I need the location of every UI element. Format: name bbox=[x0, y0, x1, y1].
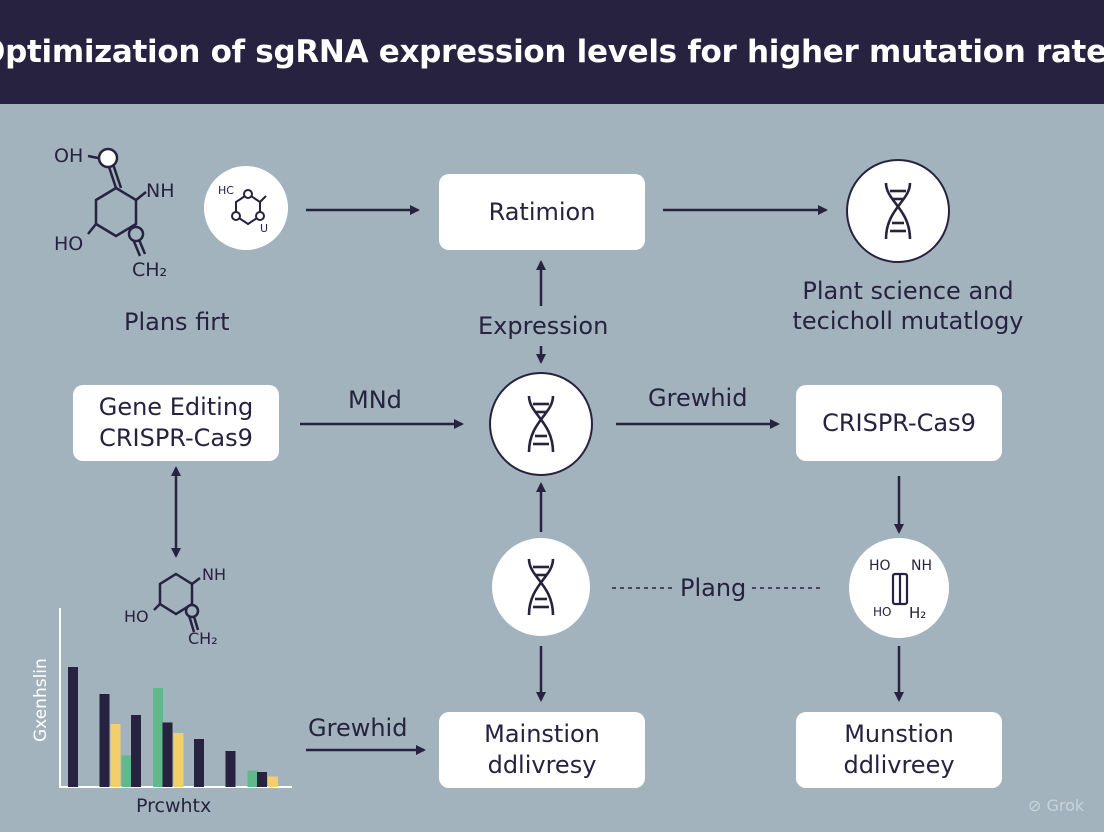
watermark-icon: ⊘ bbox=[1028, 796, 1042, 815]
bar-2-series-2 bbox=[110, 724, 121, 787]
bar-7-series-2 bbox=[268, 776, 278, 787]
edge-label-expression: Expression bbox=[478, 312, 609, 340]
molecule-top-nh: NH bbox=[146, 180, 175, 202]
chart-x-label: Prcwhtx bbox=[136, 795, 211, 817]
node-mainstion-line1: Mainstion bbox=[484, 720, 600, 748]
molecule-top-oh: OH bbox=[54, 145, 83, 167]
dna-node-center[interactable] bbox=[489, 372, 593, 476]
small-molecule-u: U bbox=[260, 222, 268, 235]
bar-6-series-3 bbox=[247, 770, 258, 787]
edge-label-plang: Plang bbox=[680, 574, 747, 602]
molecule-right-ho-top: HO bbox=[869, 558, 891, 574]
dna-icon bbox=[527, 395, 555, 453]
chart-y-label: Gxenhslin bbox=[31, 658, 51, 742]
bar-4-series-2 bbox=[173, 733, 184, 787]
edge-label-grewhid-bottom: Grewhid bbox=[308, 714, 408, 742]
node-crispr-right[interactable]: CRISPR-Cas9 bbox=[796, 385, 1002, 461]
dna-icon bbox=[884, 182, 912, 240]
molecule-left bbox=[153, 572, 201, 633]
edge-label-mnd: MNd bbox=[348, 386, 402, 414]
caption-plant-science-line1: Plant science and bbox=[802, 277, 1014, 305]
edge-label-grewhid-top: Grewhid bbox=[648, 384, 748, 412]
node-mainstion[interactable]: Mainstion ddlivresy bbox=[439, 712, 645, 788]
page-title: Optimization of sgRNA expression levels … bbox=[0, 34, 1104, 70]
node-ratimion[interactable]: Ratimion bbox=[439, 174, 645, 250]
node-ratimion-label: Ratimion bbox=[488, 197, 596, 226]
bar-4-series-1 bbox=[162, 722, 173, 787]
dna-node-bottom[interactable] bbox=[492, 538, 590, 636]
watermark-text: Grok bbox=[1046, 796, 1085, 815]
bar-2-series-3 bbox=[121, 755, 132, 787]
molecule-right-h2: H₂ bbox=[909, 604, 926, 622]
node-munstion[interactable]: Munstion ddlivreey bbox=[796, 712, 1002, 788]
molecule-left-nh: NH bbox=[202, 565, 226, 584]
molecule-top-ch2: CH₂ bbox=[132, 259, 167, 281]
caption-plant-science-line2: tecicholl mutatlogy bbox=[792, 307, 1024, 335]
node-gene-editing-line2: CRISPR-Cas9 bbox=[99, 424, 253, 452]
node-munstion-line2: ddlivreey bbox=[843, 751, 955, 779]
molecule-top-left bbox=[87, 147, 147, 257]
small-molecule-hc: HC bbox=[218, 184, 234, 197]
bar-5-series-1 bbox=[194, 739, 204, 787]
bar-3-series-1 bbox=[131, 715, 141, 787]
node-gene-editing-line1: Gene Editing bbox=[98, 393, 254, 421]
molecule-right-node[interactable]: HO NH HO H₂ bbox=[849, 538, 949, 638]
watermark: ⊘ Grok bbox=[1028, 796, 1084, 815]
small-molecule-icon: HC U bbox=[218, 184, 268, 235]
molecule-right-icon: HO NH HO H₂ bbox=[869, 558, 932, 622]
bar-chart: Gxenhslin Prcwhtx bbox=[31, 608, 292, 817]
bar-6-series-1 bbox=[225, 751, 236, 787]
molecule-right-nh: NH bbox=[911, 558, 932, 574]
bar-3-series-3 bbox=[153, 688, 163, 787]
molecule-left-ho: HO bbox=[124, 607, 149, 626]
molecule-right-ho-bottom: HO bbox=[873, 605, 891, 619]
bar-1-series-1 bbox=[68, 667, 78, 787]
dna-node-top-right[interactable] bbox=[846, 159, 950, 263]
node-munstion-line1: Munstion bbox=[844, 720, 954, 748]
node-crispr-right-label: CRISPR-Cas9 bbox=[822, 408, 976, 437]
bar-2-series-1 bbox=[99, 694, 110, 787]
node-gene-editing[interactable]: Gene Editing CRISPR-Cas9 bbox=[73, 385, 279, 461]
dna-icon bbox=[527, 558, 555, 616]
node-mainstion-line2: ddlivresy bbox=[487, 751, 597, 779]
caption-plans-first: Plans firt bbox=[124, 308, 230, 336]
small-molecule-node: HC U bbox=[204, 166, 288, 250]
molecule-top-ho: HO bbox=[54, 233, 83, 255]
molecule-left-ch2: CH₂ bbox=[188, 629, 218, 648]
caption-plant-science: Plant science and tecicholl mutatlogy bbox=[790, 276, 1026, 336]
title-banner: Optimization of sgRNA expression levels … bbox=[0, 0, 1104, 104]
bar-7-series-1 bbox=[257, 772, 267, 787]
